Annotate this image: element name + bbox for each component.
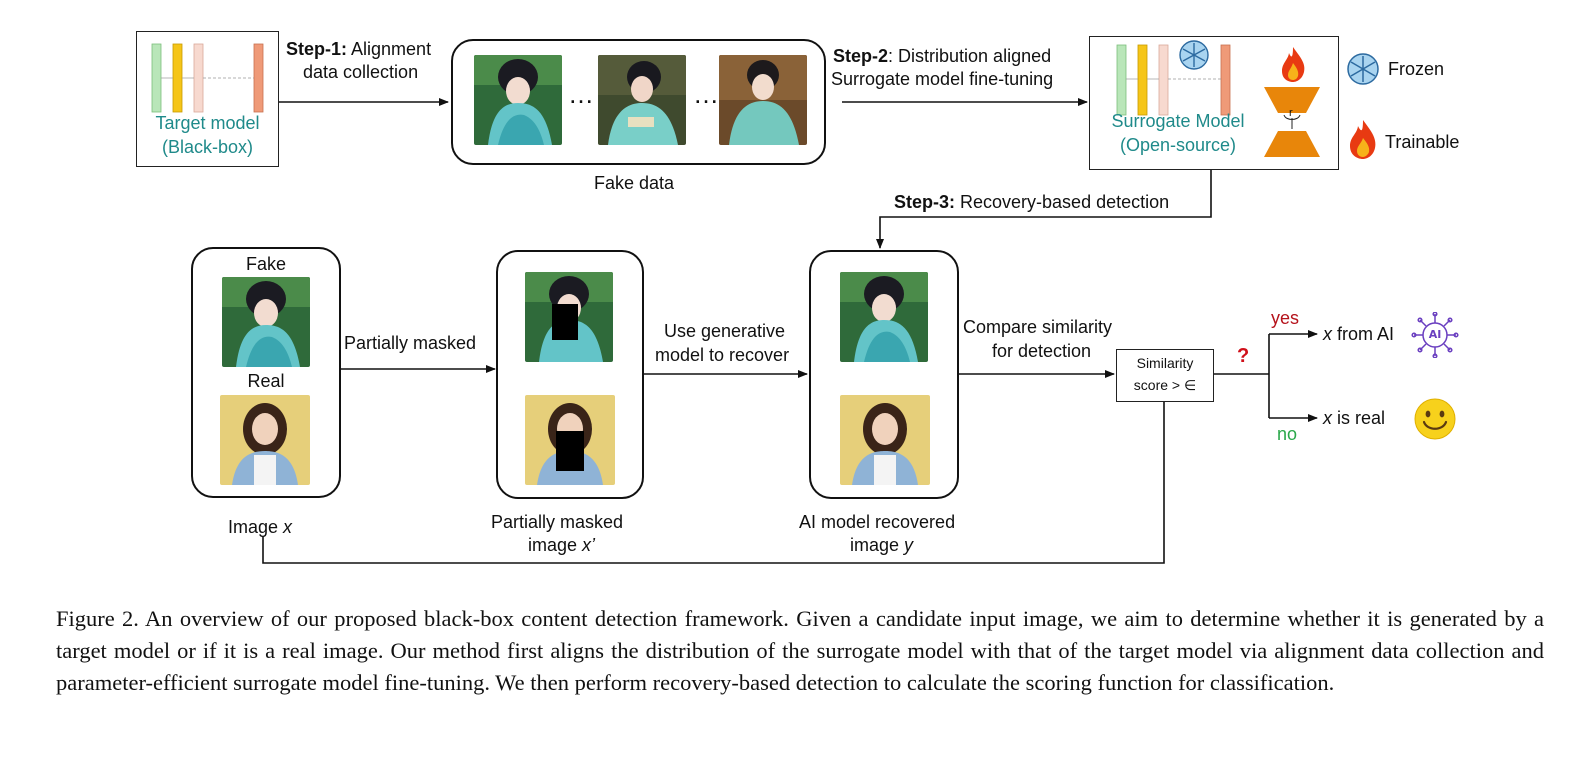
recovered-real-image [840,395,930,485]
connector-lines [262,98,1318,564]
step2-label: Step-2: Distribution aligned [833,46,1052,66]
fake-data-image-2 [598,55,686,145]
feedback-line [262,401,1165,564]
image-x-caption: Image x [228,517,293,537]
surrogate-layers-icon [1116,44,1231,116]
fake-data-box: … … [451,39,826,165]
fake-data-label: Fake data [594,173,675,193]
step2-label-line2: Surrogate model fine-tuning [831,69,1054,89]
use-generative-label-line2: model to recover [655,345,790,365]
is-real-result: x is real [1323,408,1386,428]
legend-trainable-icon [1350,120,1376,159]
masked-fake-image [525,272,613,362]
recovered-image-box [809,250,959,499]
legend-frozen-icon [1347,53,1379,85]
fake-input-image [222,277,310,367]
real-label: Real [247,371,285,391]
surrogate-model-box: r Surrogate Model (Open-source) [1089,36,1339,170]
trainable-flame-icon [1282,47,1305,82]
no-label: no [1277,424,1298,444]
surrogate-model-title: Surrogate Model [1111,111,1245,131]
legend-frozen-label: Frozen [1388,59,1445,79]
compare-label-line1: Compare similarity [963,317,1113,337]
frozen-snowflake-icon [1179,40,1209,70]
legend-trainable-label: Trainable [1385,132,1460,152]
recovered-caption-line1: AI model recovered [799,512,956,532]
real-input-image [220,395,310,485]
fake-data-ellipsis-1: … [568,79,594,109]
figure-caption: Figure 2. An overview of our proposed bl… [56,606,1544,695]
similarity-line2: score > ∈ [1133,377,1197,393]
masked-caption-line2: image x’ [528,535,596,555]
smiley-icon [1414,398,1456,440]
step3-arrow [876,170,1212,249]
adapter-icon [1264,87,1320,157]
partially-masked-label: Partially masked [344,333,477,353]
masked-image-box [496,250,644,499]
use-generative-label-line1: Use generative [664,321,786,341]
step1-label-line2: data collection [303,62,419,82]
target-model-subtitle: (Black-box) [161,137,254,157]
yes-label: yes [1271,308,1300,328]
fake-data-ellipsis-2: … [693,79,719,109]
fake-data-image-1 [474,55,562,145]
target-model-box: Target model (Black-box) [136,31,279,167]
target-model-title: Target model [155,113,260,133]
input-image-box: Fake Real [191,247,341,498]
step3-label: Step-3: Recovery-based detection [894,192,1170,212]
similarity-score-box: Similarity score > ∈ [1116,349,1214,402]
surrogate-model-subtitle: (Open-source) [1119,135,1237,155]
recovered-fake-image [840,272,928,362]
from-ai-result: x from AI [1323,324,1395,344]
fake-data-image-3 [719,55,807,145]
step1-label: Step-1: Alignment [286,39,432,59]
fake-label: Fake [245,254,287,274]
masked-caption-line1: Partially masked [491,512,624,532]
compare-label-line2: for detection [992,341,1092,361]
decision-question-mark: ? [1237,345,1250,367]
similarity-line1: Similarity [1136,355,1194,371]
model-layers-icon [151,43,264,113]
ai-chip-icon: AI [1411,312,1459,358]
ai-chip-text: AI [1428,328,1442,341]
adapter-r-label: r [1289,107,1293,119]
masked-real-image [525,395,615,485]
recovered-caption-line2: image y [850,535,914,555]
